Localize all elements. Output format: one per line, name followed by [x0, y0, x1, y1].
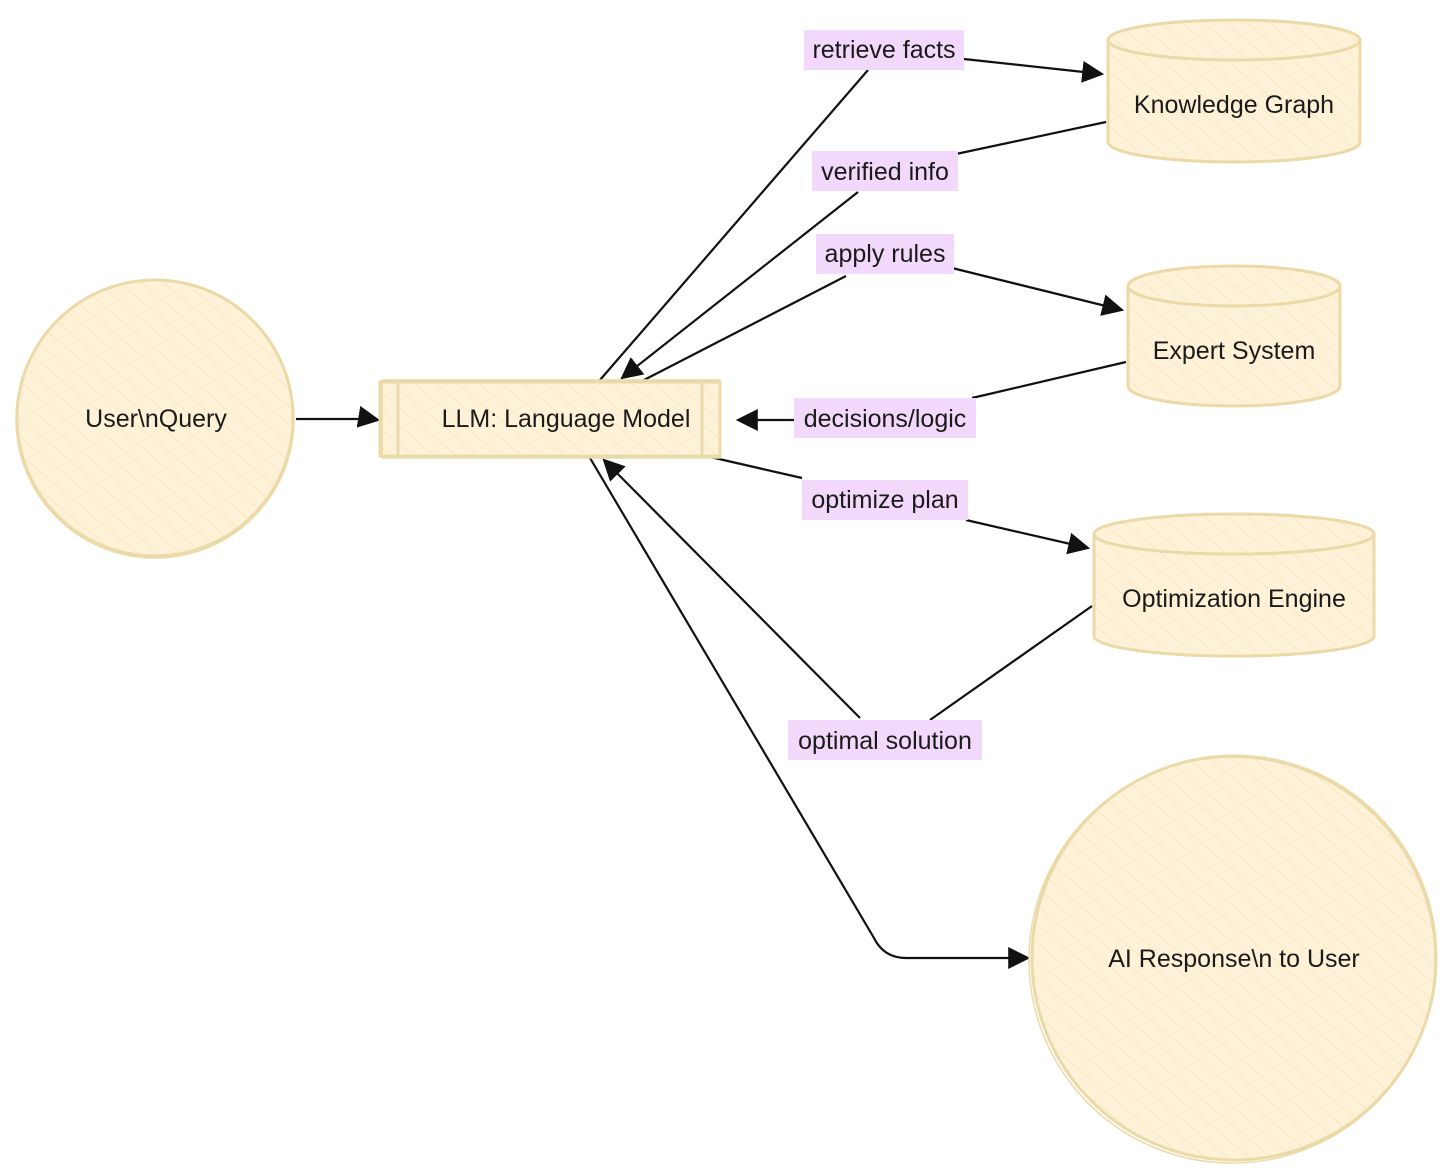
edge-retrieve-facts: [599, 69, 869, 381]
node-user-query[interactable]: User\nQuery: [15, 278, 295, 559]
edge-llm-to-response: [589, 457, 1031, 969]
edge-optimal-solution-tail: [602, 458, 861, 719]
edge-label-optimal-solution-text: optimal solution: [798, 727, 972, 755]
edge-label-apply-rules: apply rules: [816, 234, 954, 274]
edge-optimize-plan-tail: [965, 518, 1091, 555]
edge-labels: retrieve facts verified info apply rules…: [788, 30, 982, 760]
edge-decisions-logic: [971, 360, 1127, 400]
node-llm[interactable]: LLM: Language Model: [378, 379, 722, 459]
node-llm-label: LLM: Language Model: [442, 405, 691, 433]
edge-label-decisions-logic: decisions/logic: [794, 398, 976, 438]
edges: [296, 57, 1127, 969]
edge-retrieve-facts-tail: [963, 57, 1105, 83]
edge-label-apply-rules-text: apply rules: [825, 240, 946, 268]
node-knowledge-graph[interactable]: Knowledge Graph: [1106, 18, 1362, 164]
node-expert-system-label: Expert System: [1153, 337, 1316, 365]
node-user-query-label: User\nQuery: [85, 405, 227, 433]
node-expert-system[interactable]: Expert System: [1126, 264, 1342, 408]
edge-query-to-llm: [296, 405, 381, 428]
node-ai-response[interactable]: AI Response\n to User: [1028, 754, 1438, 1164]
edge-label-verified-info-text: verified info: [821, 158, 949, 186]
node-optimization-engine-label: Optimization Engine: [1122, 585, 1346, 613]
node-ai-response-label: AI Response\n to User: [1108, 945, 1360, 973]
edge-apply-rules: [643, 275, 847, 381]
edge-label-retrieve-facts-text: retrieve facts: [812, 36, 955, 64]
edge-label-decisions-logic-text: decisions/logic: [804, 405, 967, 433]
edge-apply-rules-tail: [951, 266, 1125, 316]
edge-verified-info: [955, 120, 1107, 156]
edge-label-optimal-solution: optimal solution: [788, 720, 982, 760]
edge-label-verified-info: verified info: [812, 151, 958, 191]
node-optimization-engine[interactable]: Optimization Engine: [1092, 512, 1376, 658]
node-knowledge-graph-label: Knowledge Graph: [1134, 91, 1334, 119]
edge-label-optimize-plan: optimize plan: [802, 480, 968, 520]
edge-verified-info-tail: [620, 191, 859, 380]
edge-optimize-plan: [705, 454, 803, 480]
edge-label-optimize-plan-text: optimize plan: [811, 486, 958, 514]
edge-optimal-solution: [929, 605, 1093, 721]
edge-label-retrieve-facts: retrieve facts: [804, 30, 964, 70]
